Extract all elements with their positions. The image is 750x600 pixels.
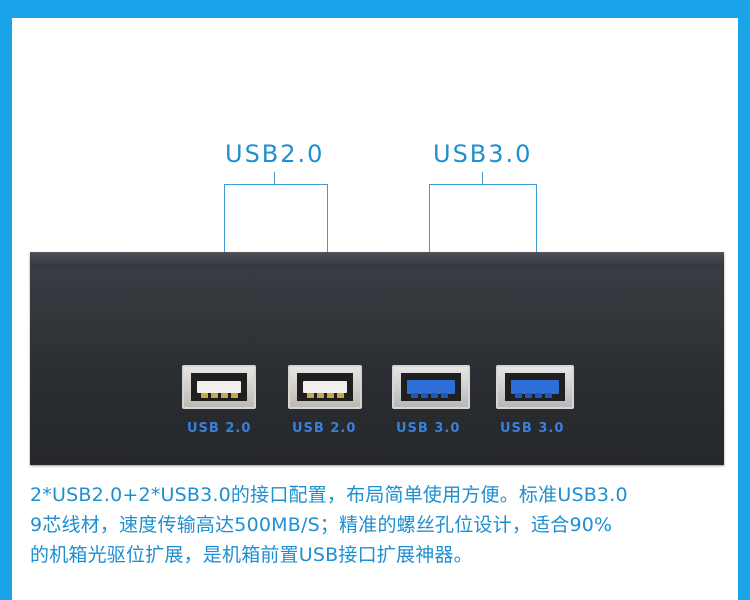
usb2-port-2 bbox=[288, 365, 362, 409]
front-panel-bay: USB 2.0 USB 2.0 USB 3.0 bbox=[30, 252, 724, 465]
usb2-port-1 bbox=[182, 365, 256, 409]
usb3-port-1-label: USB 3.0 bbox=[396, 421, 461, 436]
usb2-port-2-tongue bbox=[303, 381, 347, 393]
callout-usb3-stem bbox=[482, 172, 483, 184]
callout-usb2-stem bbox=[274, 172, 275, 184]
usb3-port-2-cavity bbox=[505, 373, 565, 401]
usb-pin bbox=[221, 393, 228, 398]
usb-pin bbox=[411, 393, 418, 398]
usb-pin bbox=[211, 393, 218, 398]
usb2-port-2-label: USB 2.0 bbox=[292, 421, 357, 436]
description-line-3: 的机箱光驱位扩展，是机箱前置USB接口扩展神器。 bbox=[30, 544, 473, 566]
usb-pin bbox=[317, 393, 324, 398]
usb-pin bbox=[431, 393, 438, 398]
panel-top-edge bbox=[30, 253, 724, 267]
usb-pin bbox=[545, 393, 552, 398]
description-line-2: 9芯线材，速度传输高达500MB/S；精准的螺丝孔位设计，适合90% bbox=[30, 514, 613, 536]
usb-pin bbox=[421, 393, 428, 398]
callout-usb2-label: USB2.0 bbox=[225, 140, 325, 168]
usb-pin bbox=[525, 393, 532, 398]
callout-usb3-label: USB3.0 bbox=[433, 140, 533, 168]
usb-pin bbox=[201, 393, 208, 398]
usb2-port-1-tongue bbox=[197, 381, 241, 393]
usb3-port-1-cavity bbox=[401, 373, 461, 401]
usb2-port-1-label: USB 2.0 bbox=[187, 421, 252, 436]
usb-pin bbox=[231, 393, 238, 398]
usb3-port-1-tongue bbox=[407, 380, 455, 394]
usb3-port-2-label: USB 3.0 bbox=[500, 421, 565, 436]
description-line-1: 2*USB2.0+2*USB3.0的接口配置，布局简单使用方便。标准USB3.0 bbox=[30, 484, 628, 506]
usb-pin bbox=[535, 393, 542, 398]
usb3-port-2-tongue bbox=[511, 380, 559, 394]
usb2-port-1-cavity bbox=[191, 373, 247, 401]
usb3-port-2 bbox=[496, 365, 574, 409]
usb-pin bbox=[515, 393, 522, 398]
usb-pin bbox=[441, 393, 448, 398]
product-image-page: USB2.0 USB3.0 USB 2.0 bbox=[12, 18, 738, 600]
product-description: 2*USB2.0+2*USB3.0的接口配置，布局简单使用方便。标准USB3.0… bbox=[30, 480, 730, 570]
usb2-port-2-cavity bbox=[297, 373, 353, 401]
usb-pin bbox=[327, 393, 334, 398]
usb-pin bbox=[337, 393, 344, 398]
usb-pin bbox=[307, 393, 314, 398]
usb3-port-1 bbox=[392, 365, 470, 409]
